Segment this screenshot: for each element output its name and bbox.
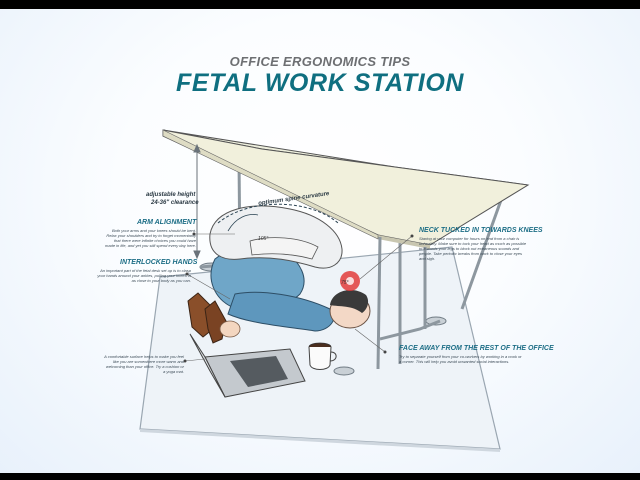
- interlocked-hands-text: An important part of the fetal desk set …: [97, 268, 191, 283]
- neck-angle: 75°: [341, 280, 349, 286]
- interlocked-hands-label: INTERLOCKED HANDS: [120, 259, 198, 266]
- spine-curve: [217, 203, 339, 224]
- surface-text: A comfortable surface helps to make you …: [104, 354, 184, 374]
- person-shirt: [209, 205, 343, 269]
- arm-alignment-text: Both your arms and your knees should be …: [105, 228, 196, 248]
- table-top-edge-left: [162, 129, 379, 240]
- neck-tucked-label: NECK TUCKED IN TOWARDS KNEES: [419, 227, 543, 234]
- person-hair: [330, 290, 369, 313]
- infographic-poster: OFFICE ERGONOMICS TIPS FETAL WORK STATIO…: [0, 9, 640, 473]
- person-legs-lower: [227, 291, 335, 332]
- table-top-edge: [378, 235, 430, 249]
- height-label: adjustable height: [146, 192, 196, 198]
- laptop-screen: [189, 333, 226, 398]
- person-arm: [249, 237, 319, 260]
- floor-mat-front: [140, 429, 500, 452]
- person-hands: [219, 320, 241, 338]
- illustration: [139, 129, 530, 452]
- coffee-mug: [308, 346, 332, 370]
- arm-alignment-label: ARM ALIGNMENT: [137, 219, 197, 226]
- poster-subtitle: OFFICE ERGONOMICS TIPS: [229, 54, 411, 69]
- face-away-label: FACE AWAY FROM THE REST OF THE OFFICE: [399, 345, 554, 352]
- laptop-keyboard: [230, 356, 288, 387]
- neck-tucked-text: Staring at your computer for hours on en…: [419, 236, 527, 261]
- poster-title: FETAL WORK STATION: [175, 69, 465, 97]
- height-clearance: 24-36" clearance: [151, 200, 199, 206]
- face-away-text: Try to separate yourself from your co-wo…: [399, 354, 522, 364]
- height-arrow: [193, 143, 201, 260]
- spine-angle: 105°: [258, 236, 269, 242]
